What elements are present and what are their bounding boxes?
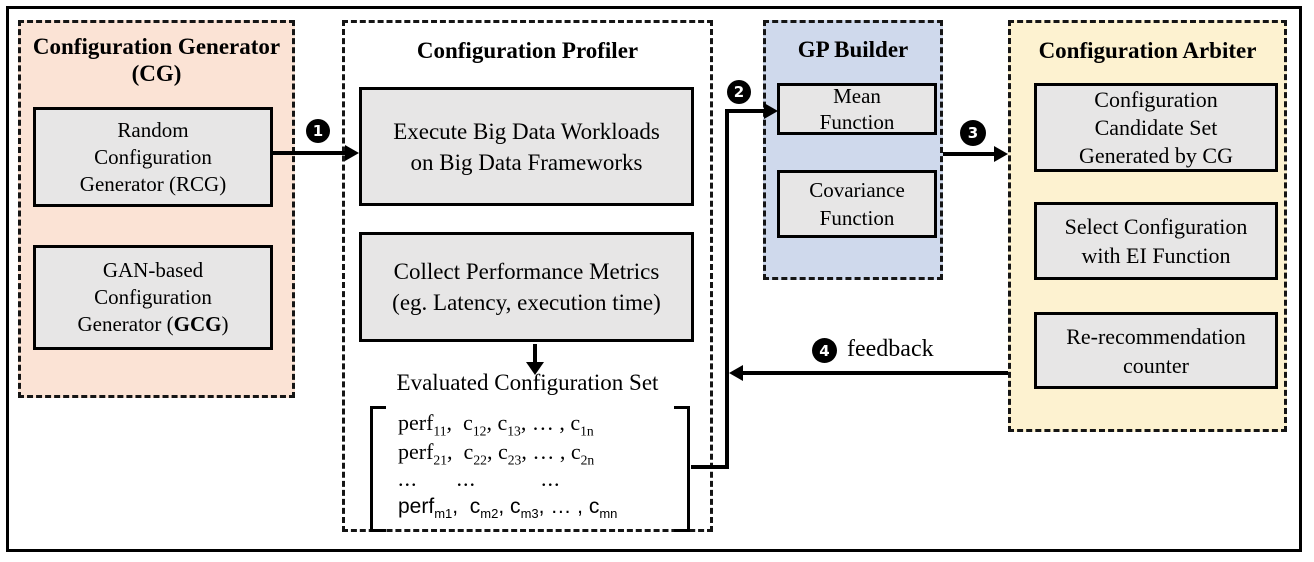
select-configuration-ei-box: Select Configuration with EI Function — [1034, 202, 1278, 280]
matrix-row: perf11, c12, c13, … , c1n — [398, 410, 594, 439]
random-configuration-generator-box: Random Configuration Generator (RCG) — [33, 107, 273, 207]
re-recommendation-counter-box: Re-recommendation counter — [1034, 312, 1278, 389]
box-text-line: GAN-based — [102, 258, 204, 282]
configuration-arbiter-title: Configuration Arbiter — [1038, 38, 1257, 63]
matrix-right-bracket — [674, 406, 690, 532]
gp-builder-title: GP Builder — [797, 37, 909, 62]
step4-badge: 4 — [812, 338, 837, 363]
panel-gp-builder: GP Builder Mean Function Covariance Func… — [763, 20, 943, 280]
box-text-line: (eg. Latency, execution time) — [392, 290, 661, 315]
title-line: Configuration Generator — [32, 34, 281, 59]
box-text-line: Generator (RCG) — [79, 171, 227, 196]
matrix-row: perf21, c22, c23, … , c2n — [398, 439, 595, 468]
arrow-step2-head — [764, 103, 778, 119]
box-text-line: Generator (GCG) — [77, 312, 229, 336]
box-text-line: on Big Data Frameworks — [410, 149, 643, 175]
box-text-line: Function — [819, 110, 895, 134]
matrix-row: perfm1, cm2, cm3, … , cmn — [398, 495, 618, 522]
collect-to-evaluated-head — [526, 362, 544, 375]
collect-performance-metrics-box: Collect Performance Metrics (eg. Latency… — [359, 232, 694, 342]
box-text-line: Random — [117, 117, 189, 142]
configuration-candidate-set-box: Configuration Candidate Set Generated by… — [1034, 83, 1278, 172]
panel-configuration-generator: Configuration Generator (CG) Random Conf… — [18, 20, 295, 398]
box-text-line: Function — [819, 206, 895, 230]
arrow-step4-head — [729, 365, 743, 381]
collect-to-evaluated-line — [533, 344, 537, 364]
covariance-function-box: Covariance Function — [777, 170, 937, 238]
matrix-ellipsis-row: ... ... ... — [398, 466, 561, 491]
panel-configuration-arbiter: Configuration Arbiter Configuration Cand… — [1008, 20, 1287, 432]
box-text-line: Execute Big Data Workloads — [393, 118, 660, 144]
box-text-line: Generated by CG — [1079, 142, 1233, 168]
box-text-line: Configuration — [1094, 86, 1218, 112]
box-text-line: Configuration — [94, 285, 212, 309]
matrix-left-bracket — [370, 406, 386, 532]
box-text-line: Configuration — [94, 144, 212, 169]
feedback-label: feedback — [847, 336, 934, 362]
arrow-step3-line — [943, 152, 996, 156]
box-text-line: Covariance — [809, 178, 905, 202]
box-text-line: Mean — [833, 84, 881, 108]
outer-frame — [6, 6, 1302, 552]
step1-badge: 1 — [306, 119, 330, 143]
configuration-generator-title: Configuration Generator (CG) — [21, 33, 292, 87]
configuration-profiler-title: Configuration Profiler — [416, 38, 639, 63]
execute-workloads-box: Execute Big Data Workloads on Big Data F… — [359, 87, 694, 206]
arrow-step3-head — [994, 146, 1008, 162]
box-text-line: with EI Function — [1081, 243, 1231, 268]
box-text-line: counter — [1123, 352, 1189, 378]
arrow-step1-head — [345, 145, 359, 161]
arrow-step4-line — [742, 371, 1008, 375]
box-text-line: Re-recommendation — [1066, 323, 1246, 349]
box-text-line: Select Configuration — [1064, 214, 1248, 239]
arrow-step1-line — [272, 151, 348, 155]
mean-function-box: Mean Function — [777, 83, 937, 135]
gan-based-configuration-generator-box: GAN-based Configuration Generator (GCG) — [33, 245, 273, 350]
box-text-line: Collect Performance Metrics — [393, 259, 660, 284]
arrow-step2-line — [725, 109, 767, 113]
step3-badge: 3 — [960, 120, 986, 146]
box-text-line: Candidate Set — [1094, 114, 1218, 140]
matrix-output-line — [691, 465, 729, 469]
step2-badge: 2 — [727, 80, 751, 104]
matrix-to-gp-vertical-line — [725, 109, 729, 469]
title-line: (CG) — [131, 61, 182, 86]
panel-configuration-profiler: Configuration Profiler Execute Big Data … — [342, 20, 713, 532]
evaluated-configuration-matrix: perf11, c12, c13, … , c1n perf21, c22, c… — [398, 408, 617, 521]
